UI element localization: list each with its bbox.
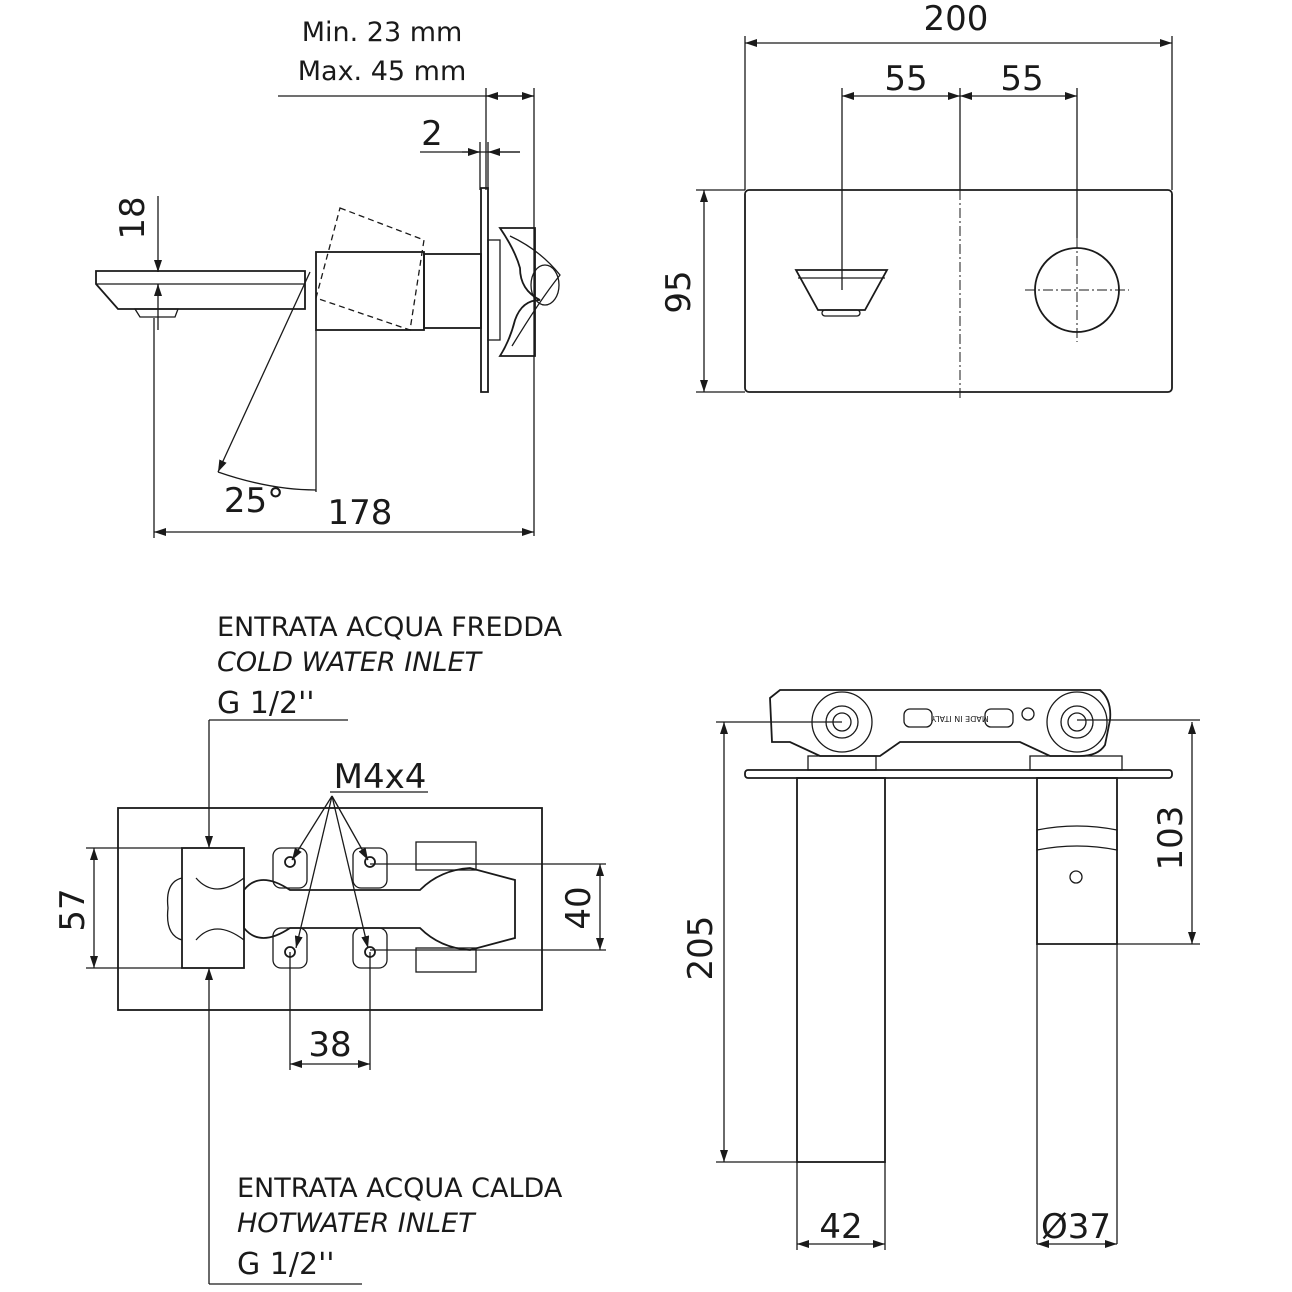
top-spout	[796, 777, 886, 1163]
spout-profile	[95, 270, 306, 310]
rear-plate	[117, 807, 543, 1011]
dim-spout-width: 42	[819, 1207, 862, 1247]
dim-wall-max: Max. 45 mm	[298, 56, 467, 87]
top-view: MADE IN ITALY 205 103 42 Ø37	[681, 689, 1200, 1250]
front-plate	[744, 189, 1173, 393]
top-handle	[1036, 777, 1118, 945]
dim-wall-min: Min. 23 mm	[302, 17, 463, 48]
rear-body	[243, 867, 516, 951]
dim-handle-offset: 55	[1000, 59, 1043, 99]
dim-screw-vertical: 40	[559, 886, 599, 929]
hot-inlet-label-it: ENTRATA ACQUA CALDA	[237, 1173, 563, 1204]
front-view: 200 55 55 95	[659, 0, 1173, 400]
dim-handle-diameter: Ø37	[1041, 1207, 1111, 1247]
hot-inlet-thread: G 1/2''	[237, 1247, 335, 1282]
dim-plate-thickness: 2	[421, 114, 443, 154]
dim-spout-height: 18	[113, 196, 153, 239]
rough-in-top	[769, 689, 1112, 757]
handle-rotated-outline	[315, 207, 425, 331]
cold-inlet-thread: G 1/2''	[217, 686, 315, 721]
cold-inlet-label-en: COLD WATER INLET	[217, 647, 484, 678]
screw-callout: M4x4	[334, 757, 427, 797]
dim-plate-height: 95	[659, 270, 699, 313]
dim-spout-offset: 55	[884, 59, 927, 99]
side-view: Min. 23 mm Max. 45 mm 2 18 25° 178	[95, 17, 561, 538]
rear-view: M4x4 ENTRATA ACQUA FREDDA COLD WATER INL…	[53, 612, 606, 1285]
rough-in-body	[498, 227, 541, 357]
dim-inlet-spacing: 57	[53, 888, 93, 931]
dim-screw-horizontal: 38	[308, 1025, 351, 1065]
dim-spout-length: 205	[681, 916, 721, 981]
front-spout	[794, 269, 889, 311]
hot-inlet-label-en: HOTWATER INLET	[237, 1208, 477, 1239]
made-in-italy-stamp: MADE IN ITALY	[931, 714, 989, 723]
screw-hole	[284, 856, 296, 868]
dim-plate-width: 200	[924, 0, 989, 39]
dim-angle: 25°	[224, 481, 284, 521]
dim-handle-length: 103	[1151, 806, 1191, 871]
cold-inlet-label-it: ENTRATA ACQUA FREDDA	[217, 612, 563, 643]
dim-projection: 178	[328, 493, 393, 533]
wall-plate	[480, 187, 489, 393]
top-plate	[744, 769, 1173, 779]
screw-hole	[364, 856, 376, 868]
